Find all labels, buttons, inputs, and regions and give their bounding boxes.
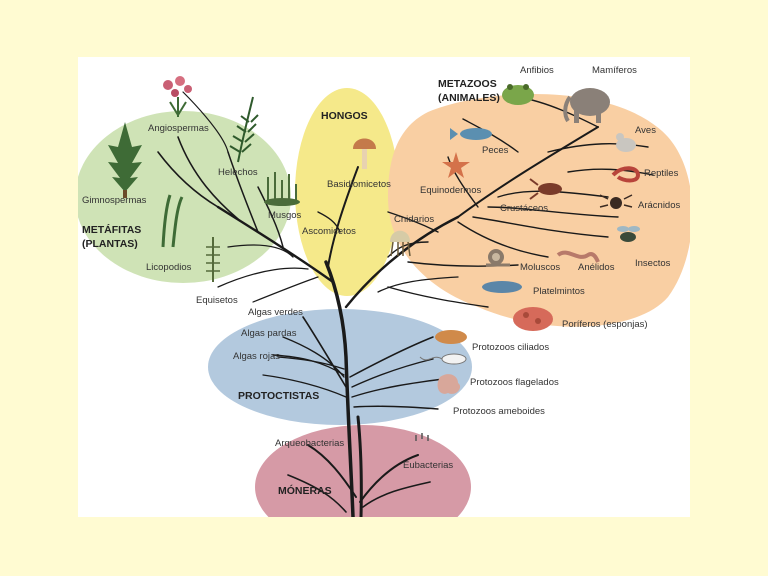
snake-icon — [611, 166, 641, 183]
label-algas-rojas: Algas rojas — [233, 351, 280, 362]
moneras-title: MÓNERAS — [278, 484, 332, 497]
metafitas-subtitle: (PLANTAS) — [82, 238, 138, 250]
label-platelmintos: Platelmintos — [533, 286, 585, 297]
label-arqueobacterias: Arqueobacterias — [275, 438, 344, 449]
monera-region — [255, 425, 471, 517]
label-reptiles: Reptiles — [644, 168, 679, 179]
conifer-icon — [108, 122, 142, 198]
label-insectos: Insectos — [635, 258, 671, 269]
label-protozoos-flagelados: Protozoos flagelados — [470, 377, 559, 388]
taxon-labels: Angiospermas Helechos Gimnospermas Musgo… — [82, 65, 680, 471]
label-protozoos-ciliados: Protozoos ciliados — [472, 342, 549, 353]
label-poriferos: Poríferos (esponjas) — [562, 319, 648, 330]
ciliate-icon — [435, 330, 467, 344]
metafitas-title: METÁFITAS — [82, 223, 141, 236]
label-anelidos: Anélidos — [578, 262, 615, 273]
amoeba-icon — [437, 374, 461, 394]
label-ascomicetos: Ascomicetos — [302, 226, 356, 237]
label-basidiomicetos: Basidiomicetos — [327, 179, 391, 190]
label-crustaceos: Crustáceos — [500, 203, 548, 214]
label-aracnidos: Arácnidos — [638, 200, 680, 211]
organism-illustrations — [108, 76, 641, 441]
metazoos-title: METAZOOS — [438, 78, 497, 90]
label-gimnospermas: Gimnospermas — [82, 195, 147, 206]
protoctistas-title: PROTOCTISTAS — [238, 390, 319, 402]
flagellate-icon — [419, 353, 467, 365]
label-algas-verdes: Algas verdes — [248, 307, 303, 318]
label-cnidarios: Cnidarios — [394, 214, 434, 225]
frog-icon — [502, 84, 534, 105]
mushroom-icon — [353, 138, 376, 169]
label-angiospermas: Angiospermas — [148, 123, 209, 134]
lycopod-icon — [161, 194, 184, 248]
spider-icon — [599, 194, 633, 209]
label-eubacterias: Eubacterias — [403, 460, 453, 471]
label-helechos: Helechos — [218, 167, 258, 178]
label-moluscos: Moluscos — [520, 262, 560, 273]
earthworm-icon — [556, 250, 600, 263]
tree-of-life-figure: METÁFITAS (PLANTAS) HONGOS METAZOOS (ANI… — [78, 57, 690, 517]
label-equisetos: Equisetos — [196, 295, 238, 306]
hongos-title: HONGOS — [321, 110, 368, 122]
tree-branches — [157, 91, 654, 517]
elephant-icon — [563, 88, 610, 123]
group-headers: METÁFITAS (PLANTAS) HONGOS METAZOOS (ANI… — [82, 78, 500, 497]
fungi-region — [295, 88, 399, 296]
insect-icon — [617, 226, 640, 242]
horsetail-icon — [206, 237, 220, 282]
label-mamiferos: Mamíferos — [592, 65, 637, 76]
fish-icon — [450, 128, 492, 140]
starfish-icon — [442, 152, 470, 178]
label-anfibios: Anfibios — [520, 65, 554, 76]
crayfish-icon — [529, 178, 562, 200]
label-equinodermos: Equinodermos — [420, 185, 482, 196]
label-licopodios: Licopodios — [146, 262, 192, 273]
tree-diagram: METÁFITAS (PLANTAS) HONGOS METAZOOS (ANI… — [78, 65, 690, 517]
flatworm-icon — [482, 281, 522, 293]
sponge-icon — [513, 307, 553, 331]
snail-icon — [486, 249, 510, 267]
protists-region — [208, 309, 472, 425]
label-aves: Aves — [635, 125, 656, 136]
label-algas-pardas: Algas pardas — [241, 328, 297, 339]
bird-icon — [616, 133, 636, 152]
flowering-plant-icon — [163, 76, 192, 117]
metazoos-subtitle: (ANIMALES) — [438, 92, 500, 104]
label-peces: Peces — [482, 145, 509, 156]
moss-icon — [264, 172, 300, 206]
fern-icon — [229, 96, 259, 163]
label-musgos: Musgos — [268, 210, 302, 221]
jellyfish-icon — [390, 230, 411, 257]
label-protozoos-ameboides: Protozoos ameboides — [453, 406, 545, 417]
bacteria-icon — [415, 433, 429, 441]
